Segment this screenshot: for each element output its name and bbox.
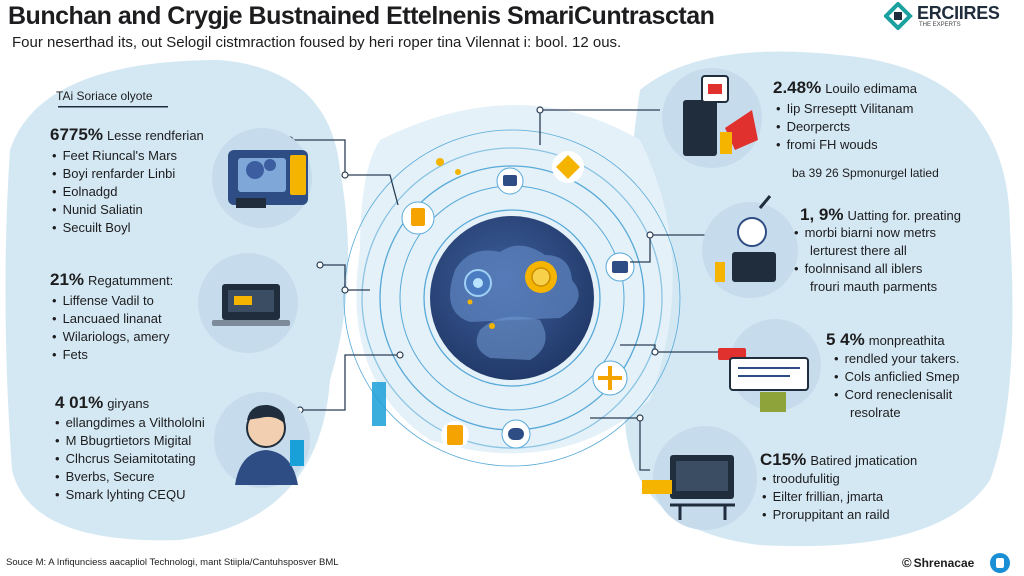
brand-logo-subtext: THE EXPERTS	[919, 22, 961, 28]
stat-4-note: ba 39 26 Spmonurgel latied	[792, 166, 939, 180]
list-item: troodufulitig	[762, 470, 890, 488]
list-item: Boyi renfarder Linbi	[52, 165, 177, 183]
stat-block-1: 6775%Lesse rendferian	[50, 125, 204, 145]
stat-5-line-3: frouri mauth parments	[810, 279, 938, 294]
connector-lines	[290, 109, 725, 471]
copyright-icon: ©	[902, 555, 912, 570]
stat-3-heading: giryans	[107, 396, 150, 411]
stat-2-value: 21%	[50, 270, 85, 289]
stat-block-4: 2.48%Louilo edimama	[773, 78, 917, 98]
list-item: rendled your takers.	[834, 350, 960, 368]
stat-5-list-b: foolnnisand all iblers	[794, 260, 923, 278]
stat-block-6: 5 4%monpreathita	[826, 330, 945, 350]
list-item: Wilariologs, amery	[52, 328, 170, 346]
stat-6-value: 5 4%	[826, 330, 865, 349]
stat-block-2: 21%Regatumment:	[50, 270, 173, 290]
stat-block-5: 1, 9%Uatting for. preating	[800, 205, 961, 225]
stat-4-value: 2.48%	[773, 78, 822, 97]
browser-window-icon	[718, 319, 821, 412]
orbit-satellites	[401, 151, 635, 449]
stat-5-line-1: lerturest there all	[810, 243, 907, 258]
stat-block-3: 4 01%giryans	[55, 393, 149, 413]
list-item: Eolnadgd	[52, 183, 177, 201]
list-item: Deorpercts	[776, 118, 914, 136]
developer-avatar-icon	[214, 382, 386, 488]
brand-logo-icon	[884, 2, 913, 30]
stat-block-7: C15%Batired jmatication	[760, 450, 917, 470]
stat-7-value: C15%	[760, 450, 807, 469]
stat-7-heading: Batired jmatication	[810, 453, 918, 468]
stat-2-heading: Regatumment:	[88, 273, 174, 288]
list-item: Eilter frillian, jmarta	[762, 488, 890, 506]
source-footnote: Souce M: A Infiqunciess aacapliol Techno…	[6, 557, 339, 568]
laptop-icon	[198, 253, 298, 353]
stat-4-list: Iip Srreseptt Vilitanam Deorpercts fromi…	[776, 100, 914, 154]
stat-3-list: ellangdimes a Vilthololni M Bbugrtietors…	[55, 414, 205, 504]
robot-assistant-icon	[702, 195, 798, 298]
list-item: Clhcrus Seiamitotating	[55, 450, 205, 468]
stat-5-list: morbi biarni now metrs	[794, 224, 937, 242]
footer-brand-name: Shrenacae	[913, 556, 975, 570]
list-item: Smark lyhting CEQU	[55, 486, 205, 504]
server-rack-icon	[662, 68, 762, 168]
stat-6-heading: monpreathita	[868, 333, 945, 348]
list-item: Cord reneclenisalit	[834, 386, 959, 404]
stat-2-list: Liffense Vadil to Lancuaed linanat Wilar…	[52, 292, 170, 364]
stat-1-list: Feet Riuncal's Mars Boyi renfarder Linbi…	[52, 147, 177, 237]
stat-5-heading: Uatting for. preating	[847, 208, 961, 223]
list-item: Secuilt Boyl	[52, 219, 177, 237]
right-blob	[622, 51, 1013, 547]
list-item: ellangdimes a Vilthololni	[55, 414, 205, 432]
list-item: Feet Riuncal's Mars	[52, 147, 177, 165]
list-item: M Bbugrtietors Migital	[55, 432, 205, 450]
list-item: Fets	[52, 346, 169, 364]
list-item: Cols anficlied Smep	[834, 368, 960, 386]
stat-6-list: rendled your takers. Cols anficlied Smep…	[834, 350, 960, 404]
list-item: Bverbs, Secure	[55, 468, 205, 486]
cloud-network-icon	[212, 128, 312, 228]
stat-3-value: 4 01%	[55, 393, 104, 412]
left-section-label: TAi Soriace olyote	[56, 89, 153, 103]
list-item: Iip Srreseptt Vilitanam	[776, 100, 914, 118]
footer-brand: ©Shrenacae	[902, 555, 974, 570]
list-item: Liffense Vadil to	[52, 292, 169, 310]
stat-6-line-1: resolrate	[850, 405, 901, 420]
page-title: Bunchan and Crygje Bustnained Ettelnenis…	[8, 2, 715, 30]
stat-7-list: troodufulitig Eilter frillian, jmarta Pr…	[762, 470, 890, 524]
list-item: Proruppitant an raild	[762, 506, 890, 524]
list-item: foolnnisand all iblers	[794, 260, 923, 278]
stat-5-value: 1, 9%	[800, 205, 844, 224]
list-item: morbi biarni now metrs	[794, 224, 937, 242]
brand-badge-icon	[990, 553, 1010, 573]
stat-4-heading: Louilo edimama	[825, 81, 917, 96]
list-item: fromi FH wouds	[776, 136, 914, 154]
section-divider	[58, 106, 168, 108]
desk-monitor-icon	[642, 426, 757, 530]
list-item: Nunid Saliatin	[52, 201, 177, 219]
stat-1-value: 6775%	[50, 125, 103, 144]
stat-1-heading: Lesse rendferian	[106, 128, 204, 143]
list-item: Lancuaed linanat	[52, 310, 169, 328]
page-subtitle: Four neserthad its, out Selogil cistmrac…	[12, 34, 622, 51]
brand-logo-text: ERCIIRES	[917, 3, 1000, 23]
